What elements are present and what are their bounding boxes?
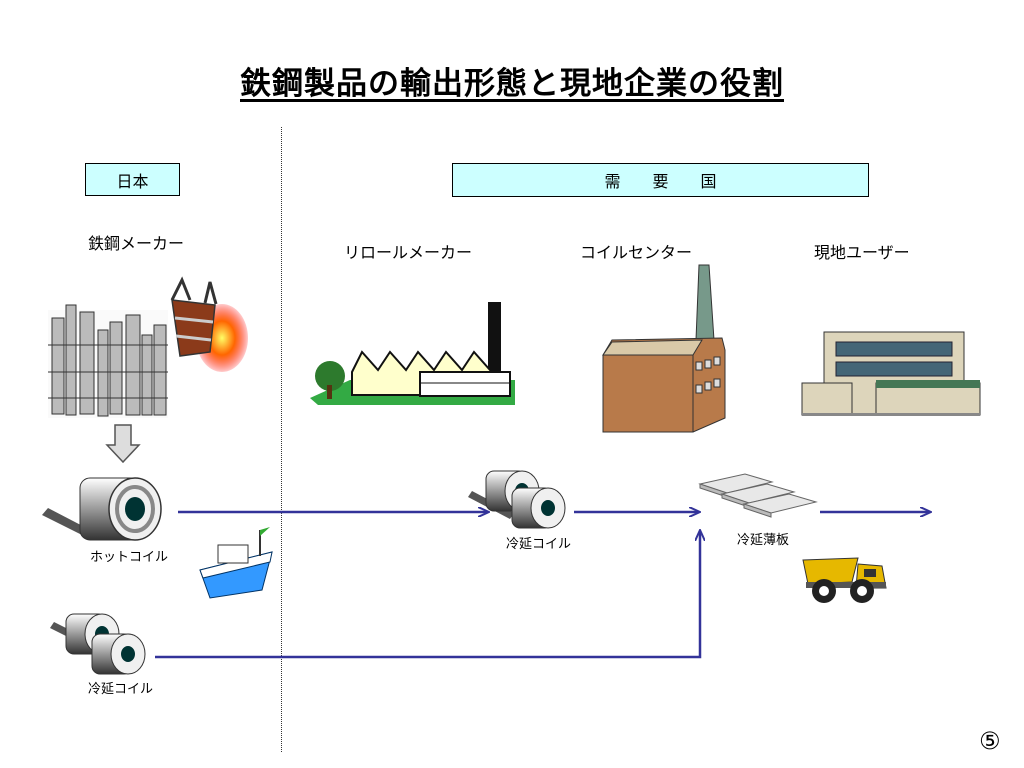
label-cold-coil-reroll: 冷延コイル <box>506 537 572 552</box>
page-title: 鉄鋼製品の輸出形態と現地企業の役割 <box>240 66 784 102</box>
steel-sheet-stack-icon <box>698 473 818 518</box>
region-label-demand: 需 要 国 <box>604 172 717 191</box>
coil-center-building-icon <box>602 264 726 433</box>
reroll-factory-icon <box>310 302 515 405</box>
cargo-ship-icon <box>199 527 273 599</box>
cold-coil-japan-icon <box>50 613 146 675</box>
label-cold-coil-japan: 冷延コイル <box>88 682 154 697</box>
down-arrow-icon <box>105 424 141 464</box>
office-building-icon <box>801 331 981 416</box>
label-reroll-maker: リロールメーカー <box>344 243 473 262</box>
cold-coil-reroll-icon <box>468 470 566 529</box>
dump-truck-icon <box>802 557 887 603</box>
label-hot-coil: ホットコイル <box>90 550 169 565</box>
region-divider <box>281 127 282 752</box>
label-steel-maker: 鉄鋼メーカー <box>88 234 185 253</box>
molten-steel-ladle-icon <box>170 276 248 372</box>
label-coil-center: コイルセンター <box>580 243 693 262</box>
steel-plant-icon <box>48 304 168 418</box>
region-label-japan: 日本 <box>116 171 149 191</box>
region-box-demand: 需 要 国 <box>452 163 869 197</box>
page-number: ⑤ <box>979 727 1001 755</box>
hot-coil-icon <box>42 477 162 541</box>
arrow-cold-coil-to-coil-center <box>155 531 700 659</box>
region-box-japan: 日本 <box>85 163 180 196</box>
label-cold-sheet: 冷延薄板 <box>737 533 790 548</box>
label-local-user: 現地ユーザー <box>814 243 910 262</box>
